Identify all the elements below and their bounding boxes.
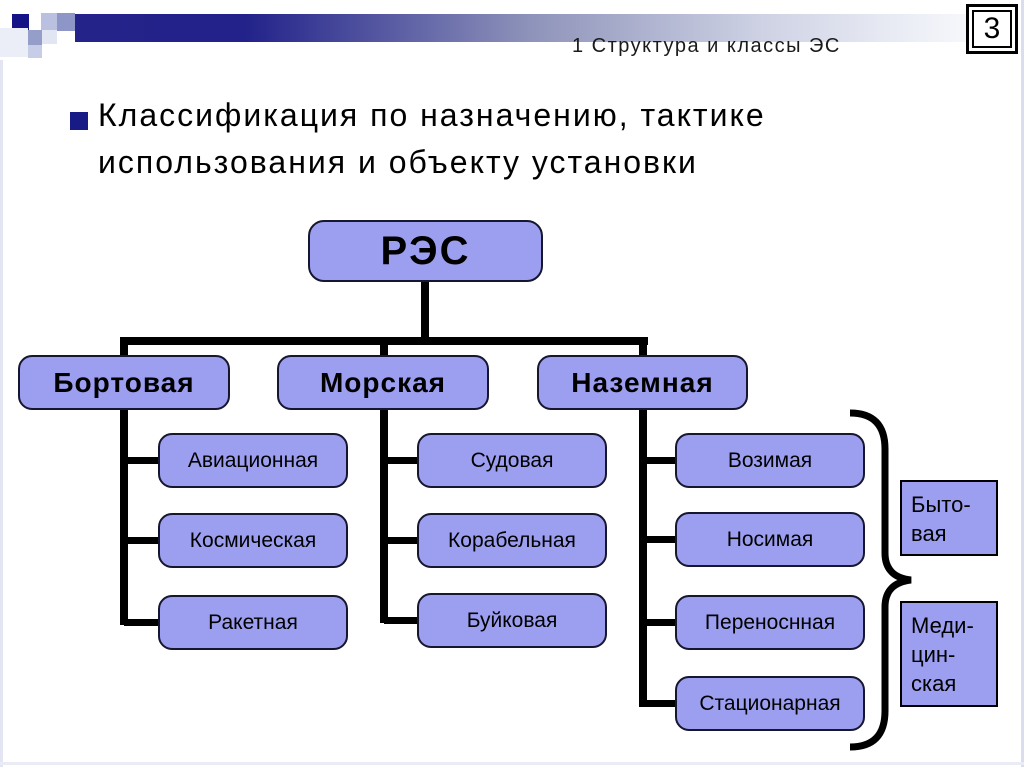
- slide-edge-right: [1021, 0, 1024, 767]
- connector-feed-nazemnaya: [639, 341, 647, 357]
- connector-feed-bortovaya: [120, 341, 128, 357]
- corner-decoration-square: [57, 13, 75, 31]
- corner-decoration-square: [42, 30, 57, 44]
- node-res: РЭС: [308, 220, 543, 282]
- spine-nazemnaya: [639, 408, 647, 707]
- stub: [124, 537, 160, 544]
- corner-decoration-square: [12, 14, 29, 31]
- corner-decoration-square: [0, 28, 28, 57]
- side-box-line: цин-: [911, 642, 956, 667]
- child-kosmicheskaya: Космическая: [158, 513, 348, 568]
- child-perenosnaya: Переноснная: [675, 595, 865, 650]
- page-number: 3: [972, 10, 1012, 48]
- side-box-line: ская: [911, 671, 957, 696]
- slide-edge-bottom: [0, 762, 1024, 765]
- stub: [384, 537, 419, 544]
- brace-icon: [849, 409, 912, 751]
- stub: [643, 536, 677, 543]
- child-buykovaya: Буйковая: [417, 593, 607, 648]
- side-box-line: Меди-: [911, 613, 974, 638]
- stub: [124, 457, 160, 464]
- stub: [124, 619, 160, 626]
- stub: [384, 457, 419, 464]
- bullet-heading: Классификация по назначению, тактике исп…: [98, 92, 978, 186]
- banner-gradient-bar: [75, 14, 1024, 42]
- bullet-heading-line2: использования и объекту установки: [98, 144, 698, 180]
- slide-edge-left: [0, 60, 3, 767]
- corner-decoration-square: [28, 45, 42, 58]
- stub: [384, 617, 419, 624]
- side-box-line: вая: [911, 521, 947, 546]
- child-vozimaya: Возимая: [675, 433, 865, 488]
- branch-bortovaya: Бортовая: [18, 355, 230, 410]
- stub: [643, 700, 677, 707]
- branch-nazemnaya: Наземная: [537, 355, 748, 410]
- child-statsionarnaya: Стационарная: [675, 676, 865, 731]
- connector-feed-morskaya: [380, 341, 388, 357]
- child-aviatsionnaya: Авиационная: [158, 433, 348, 488]
- side-box-line: Быто-: [911, 492, 971, 517]
- page-number-box: 3: [966, 4, 1018, 54]
- slide-header-title: 1 Структура и классы ЭС: [572, 35, 841, 57]
- spine-bortovaya: [120, 408, 128, 625]
- bullet-square-icon: [70, 112, 88, 130]
- child-korabelnaya: Корабельная: [417, 513, 607, 568]
- bullet-heading-line1: Классификация по назначению, тактике: [98, 97, 766, 133]
- child-sudovaya: Судовая: [417, 433, 607, 488]
- child-raketnaya: Ракетная: [158, 595, 348, 650]
- side-box-meditsinskaya: Меди- цин- ская: [900, 601, 998, 707]
- spine-morskaya: [380, 408, 388, 623]
- corner-decoration-square: [28, 30, 42, 45]
- stub: [643, 619, 677, 626]
- child-nosimaya: Носимая: [675, 512, 865, 567]
- corner-decoration-square: [41, 13, 57, 30]
- connector-root-trunk: [421, 280, 429, 341]
- stub: [643, 457, 677, 464]
- side-box-bytovaya: Быто- вая: [900, 480, 998, 556]
- branch-morskaya: Морская: [277, 355, 489, 410]
